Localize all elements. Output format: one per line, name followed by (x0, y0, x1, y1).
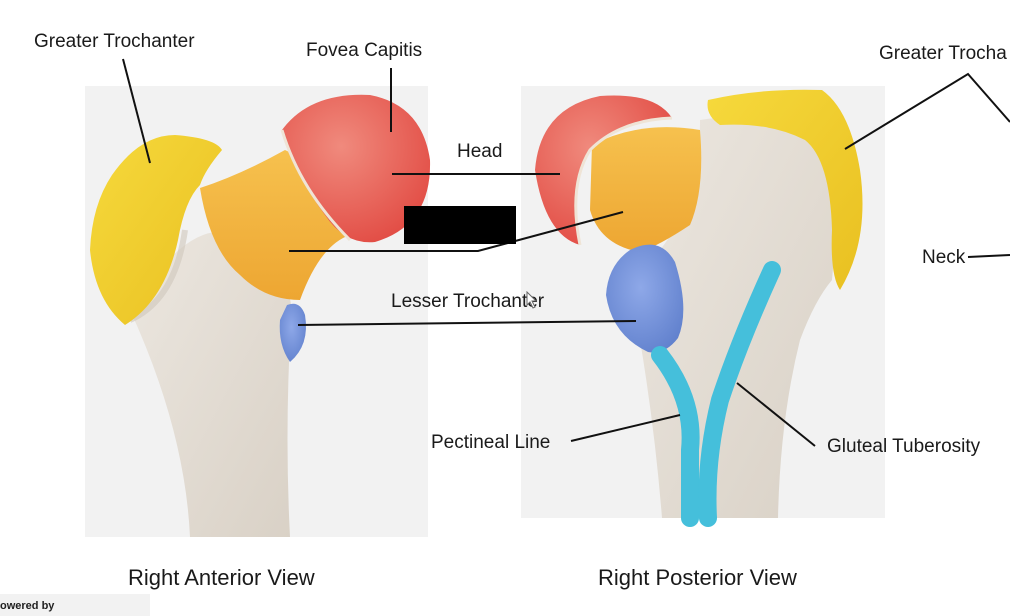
label-greater-trochanter-left: Greater Trochanter (34, 31, 195, 52)
mouse-cursor-icon (526, 291, 538, 309)
label-neck: Neck (922, 247, 966, 268)
posterior-lesser-trochanter (606, 244, 684, 353)
leader-lines (122, 58, 1010, 447)
anterior-femur (90, 94, 431, 537)
pectineal-line-shape (651, 346, 700, 527)
posterior-head (535, 95, 672, 245)
posterior-femur (535, 89, 863, 527)
label-greater-trochanter-right: Greater Trocha (879, 43, 1007, 64)
leader-greater-trochanter-right (844, 72, 1010, 150)
anterior-lesser-trochanter (279, 303, 306, 362)
label-gluteal-tuberosity: Gluteal Tuberosity (827, 436, 981, 457)
posterior-neck (590, 127, 702, 252)
label-lesser-trochanter: Lesser Trochanter (391, 291, 545, 312)
leader-greater-trochanter-left (122, 58, 151, 164)
leader-neck-right (967, 254, 1010, 258)
label-fovea-capitis: Fovea Capitis (306, 40, 423, 61)
gluteal-tuberosity-shape (698, 261, 781, 527)
leader-lesser-trochanter (297, 320, 637, 326)
caption-anterior-view: Right Anterior View (128, 565, 315, 590)
anterior-greater-trochanter (90, 135, 222, 325)
redaction-box (404, 206, 516, 244)
label-head: Head (457, 141, 503, 162)
caption-posterior-view: Right Posterior View (598, 565, 797, 590)
leader-gluteal-tuberosity (736, 382, 816, 447)
leader-pectineal-line (570, 414, 681, 442)
label-pectineal-line: Pectineal Line (431, 432, 551, 453)
posterior-greater-trochanter (707, 89, 863, 290)
leader-neck-middle (289, 211, 624, 252)
powered-by-badge[interactable]: owered by (0, 594, 150, 616)
anterior-shaft (130, 231, 292, 537)
